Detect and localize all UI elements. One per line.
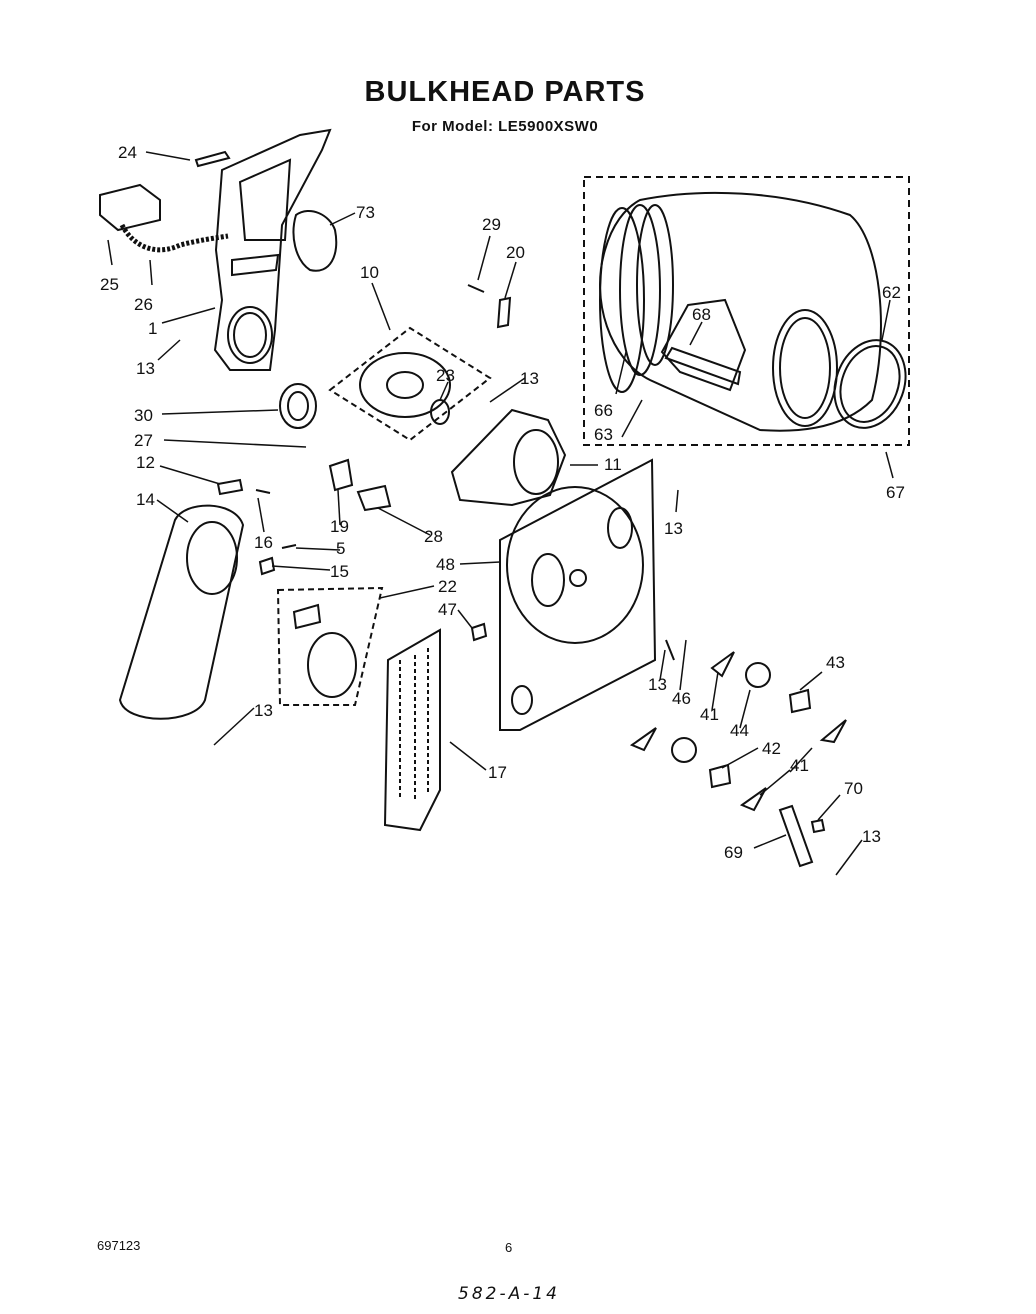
callout-label: 29 xyxy=(482,215,501,234)
bulkhead-plate-part-48 xyxy=(499,458,657,731)
hose-part-26 xyxy=(119,223,229,253)
wedge-part-41b xyxy=(819,719,847,744)
bearing-part-30 xyxy=(279,383,317,429)
callout-label: 47 xyxy=(438,600,457,619)
callout-label: 20 xyxy=(506,243,525,262)
callout-label: 16 xyxy=(254,533,273,552)
roller-part-42 xyxy=(708,763,732,789)
callout-label: 27 xyxy=(134,431,153,450)
callout-label: 44 xyxy=(730,721,749,740)
blower-housing-part-11 xyxy=(450,408,567,507)
callout-label: 48 xyxy=(436,555,455,574)
callout-label: 67 xyxy=(886,483,905,502)
callout-label: 13 xyxy=(862,827,881,846)
callout-label: 30 xyxy=(134,406,153,425)
callout-label: 41 xyxy=(790,756,809,775)
callout-label: 17 xyxy=(488,763,507,782)
duct-part xyxy=(213,128,332,371)
harness-part-22 xyxy=(276,586,384,706)
callout-label: 13 xyxy=(648,675,667,694)
screw-part-5 xyxy=(281,544,297,549)
callout-label: 42 xyxy=(762,739,781,758)
callout-label: 24 xyxy=(118,143,137,162)
clip-part-20 xyxy=(496,296,512,329)
callout-label: 14 xyxy=(136,490,155,509)
callout-labels: 24 73 25 26 1 13 10 29 20 30 23 13 27 12… xyxy=(100,143,905,862)
model-subtitle: For Model: LE5900XSW0 xyxy=(411,118,599,135)
callout-label: 41 xyxy=(700,705,719,724)
wedge-part-41a xyxy=(710,651,735,678)
callout-label: 13 xyxy=(664,519,683,538)
callout-label: 12 xyxy=(136,453,155,472)
callout-label: 13 xyxy=(136,359,155,378)
callout-label: 11 xyxy=(604,455,622,474)
wedge-part-41d xyxy=(739,787,767,812)
thermostat-part-25 xyxy=(99,183,161,232)
seal-part-73 xyxy=(292,210,338,272)
callout-label: 26 xyxy=(134,295,153,314)
callout-label: 70 xyxy=(844,779,863,798)
callout-label: 68 xyxy=(692,305,711,324)
wedge-part-41c xyxy=(629,727,657,752)
callout-label: 46 xyxy=(672,689,691,708)
drum-assembly-box xyxy=(583,176,910,446)
drum-part xyxy=(599,191,882,432)
callout-label: 66 xyxy=(594,401,613,420)
callout-label: 22 xyxy=(438,577,457,596)
nut-part-15 xyxy=(258,556,276,576)
washer-part-44a xyxy=(745,662,771,688)
screw-part-16 xyxy=(255,489,271,494)
screw-part-29 xyxy=(467,284,485,293)
callout-label: 23 xyxy=(436,366,455,385)
callout-label: 5 xyxy=(336,539,345,558)
page-number: 6 xyxy=(505,1240,513,1255)
cover-part-14 xyxy=(118,504,245,720)
callout-label: 69 xyxy=(724,843,743,862)
page-title: BULKHEAD PARTS xyxy=(364,76,646,108)
clip-part-12 xyxy=(216,478,244,496)
roller-part-43 xyxy=(788,688,812,714)
handwritten-code: 582-A-14 xyxy=(458,1284,560,1304)
clip-part-24 xyxy=(194,150,231,168)
callout-label: 62 xyxy=(882,283,901,302)
callout-label: 73 xyxy=(356,203,375,222)
arm-part-69 xyxy=(778,804,814,868)
callout-label: 1 xyxy=(148,319,157,338)
drum-seal-ring-part xyxy=(833,339,907,429)
nut-part-47 xyxy=(470,622,488,642)
leader-lines xyxy=(107,151,894,876)
callout-label: 43 xyxy=(826,653,845,672)
callout-label: 13 xyxy=(254,701,273,720)
heater-element-part-17 xyxy=(383,628,441,832)
screw-part-46 xyxy=(665,639,675,661)
washer-part-44b xyxy=(671,737,697,763)
clip-part-19 xyxy=(328,458,354,492)
callout-label: 63 xyxy=(594,425,613,444)
blower-assembly-part-10 xyxy=(328,326,492,442)
callout-label: 13 xyxy=(520,369,539,388)
callout-label: 19 xyxy=(330,517,349,536)
washer-part-70 xyxy=(810,818,826,834)
callout-label: 10 xyxy=(360,263,379,282)
document-number: 697123 xyxy=(97,1238,141,1253)
callout-label: 28 xyxy=(424,527,443,546)
callout-label: 25 xyxy=(100,275,119,294)
bracket-part-28 xyxy=(356,484,392,512)
callout-label: 15 xyxy=(330,562,349,581)
